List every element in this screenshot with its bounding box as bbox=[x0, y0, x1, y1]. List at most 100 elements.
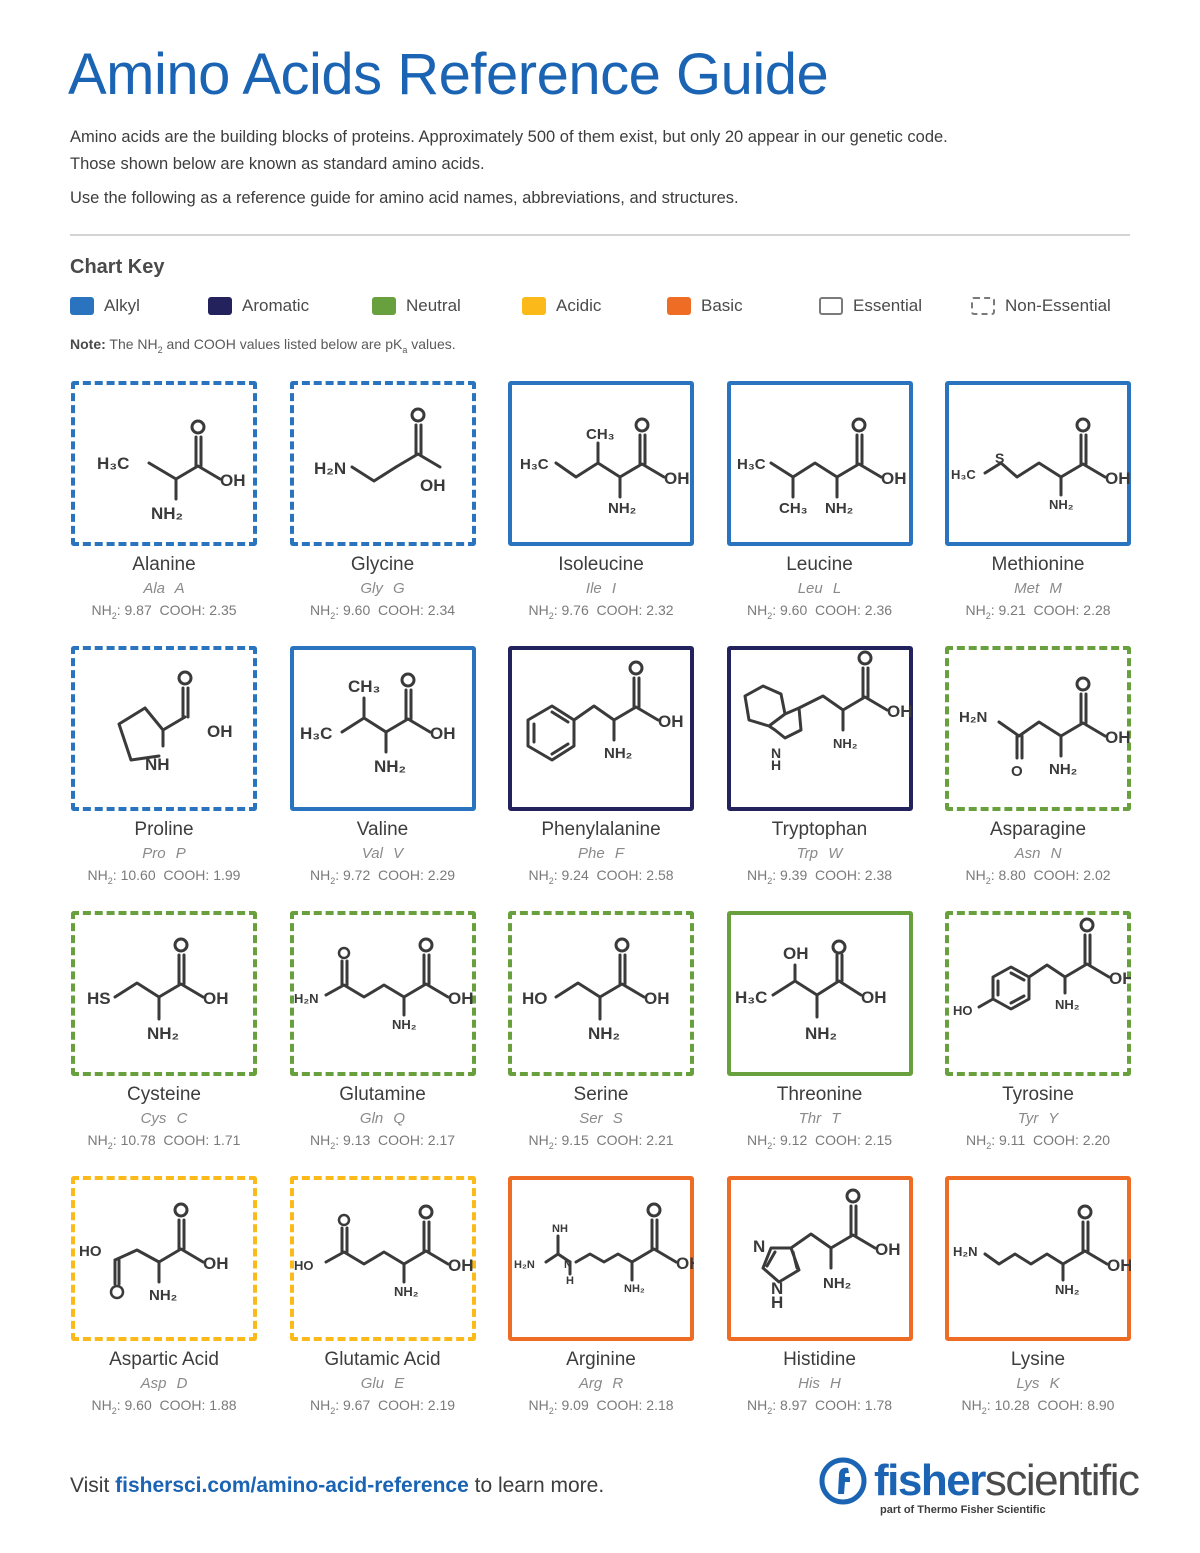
non-essential-outline-icon bbox=[971, 297, 995, 315]
pka-label: NH bbox=[528, 867, 549, 883]
svg-text:HO: HO bbox=[953, 1003, 973, 1018]
abbr-one-letter: K bbox=[1049, 1375, 1060, 1392]
amino-acid-abbreviation: Glu E bbox=[290, 1375, 476, 1393]
cooh-pka: 1.99 bbox=[213, 867, 241, 883]
key-aromatic: Aromatic bbox=[208, 296, 309, 316]
svg-text:NH₂: NH₂ bbox=[588, 1024, 620, 1043]
nh2-pka: 8.97 bbox=[779, 1397, 808, 1413]
nh2-pka: 9.39 bbox=[779, 867, 808, 883]
amino-acid-name: Aspartic Acid bbox=[109, 1349, 219, 1370]
abbr-three-letter: Phe bbox=[577, 845, 605, 862]
pka-sub: 2 bbox=[767, 610, 773, 621]
cooh-pka: 1.78 bbox=[864, 1397, 893, 1413]
cooh-pka: 2.18 bbox=[646, 1397, 674, 1413]
abbr-three-letter: Leu bbox=[797, 580, 823, 597]
svg-text:N: N bbox=[771, 1279, 783, 1298]
abbr-one-letter: E bbox=[394, 1375, 405, 1392]
abbr-one-letter: V bbox=[393, 845, 404, 862]
pka-values: NH2: 9.11 COOH: 2.20 bbox=[945, 1131, 1131, 1155]
abbr-three-letter: Arg bbox=[578, 1375, 603, 1392]
pka-label: NH bbox=[528, 602, 549, 618]
pka-sub: 2 bbox=[330, 875, 336, 886]
abbr-one-letter: G bbox=[393, 580, 405, 597]
cooh-pka: 2.28 bbox=[1083, 602, 1111, 618]
abbr-one-letter: Y bbox=[1048, 1110, 1059, 1127]
key-neutral: Neutral bbox=[372, 296, 461, 316]
amino-acid-abbreviation: Tyr Y bbox=[945, 1110, 1131, 1128]
pka-values: NH2: 9.09 COOH: 2.18 bbox=[508, 1396, 694, 1420]
abbr-one-letter: W bbox=[828, 845, 843, 862]
pka-sub: 2 bbox=[767, 1140, 773, 1151]
pka-values: NH2: 10.78 COOH: 1.71 bbox=[71, 1131, 257, 1155]
svg-text:NH: NH bbox=[552, 1223, 568, 1235]
svg-text:HS: HS bbox=[87, 989, 111, 1008]
key-essential: Essential bbox=[819, 296, 922, 316]
pka-values: NH2: 9.87 COOH: 2.35 bbox=[71, 601, 257, 625]
svg-text:NH₂: NH₂ bbox=[805, 1024, 837, 1043]
pka-label: : bbox=[116, 1397, 121, 1413]
pka-values: NH2: 9.39 COOH: 2.38 bbox=[727, 866, 913, 890]
pka-label: COOH: bbox=[596, 1397, 643, 1413]
pka-label: : bbox=[112, 867, 117, 883]
pka-label: COOH: bbox=[163, 1132, 210, 1148]
abbr-one-letter: R bbox=[612, 1375, 624, 1392]
abbr-one-letter: P bbox=[175, 845, 186, 862]
pka-label: COOH: bbox=[1033, 1132, 1079, 1148]
pka-label: NH bbox=[746, 867, 768, 883]
pka-sub: 2 bbox=[985, 875, 991, 886]
nh2-pka: 9.76 bbox=[561, 602, 589, 618]
svg-text:H₃C: H₃C bbox=[737, 456, 766, 473]
pka-values: NH2: 9.76 COOH: 2.32 bbox=[508, 601, 694, 625]
pka-label: NH bbox=[746, 1132, 768, 1148]
svg-text:HO: HO bbox=[294, 1258, 314, 1273]
nh2-pka: 9.15 bbox=[561, 1132, 589, 1148]
pka-label: : bbox=[772, 1132, 777, 1148]
svg-text:OH: OH bbox=[1105, 469, 1131, 488]
amino-acid-abbreviation: Ile I bbox=[508, 580, 694, 598]
svg-text:H: H bbox=[771, 757, 781, 773]
svg-text:OH: OH bbox=[783, 944, 809, 963]
svg-text:NH₂: NH₂ bbox=[1049, 497, 1074, 512]
pka-label: : bbox=[986, 1397, 991, 1413]
svg-text:OH: OH bbox=[203, 989, 229, 1008]
pka-label: : bbox=[553, 602, 558, 618]
svg-text:NH₂: NH₂ bbox=[608, 500, 636, 517]
svg-text:NH₂: NH₂ bbox=[1055, 997, 1080, 1012]
pka-label: : bbox=[335, 1397, 340, 1413]
amino-acid-abbreviation: Ala A bbox=[71, 580, 257, 598]
note-sub: a bbox=[402, 344, 408, 355]
pka-values: NH2: 9.21 COOH: 2.28 bbox=[945, 601, 1131, 625]
key-alkyl: Alkyl bbox=[70, 296, 140, 316]
pka-label: COOH: bbox=[815, 1397, 861, 1413]
svg-text:NH₂: NH₂ bbox=[833, 736, 858, 751]
abbr-one-letter: L bbox=[832, 580, 842, 597]
amino-acid-name: Arginine bbox=[566, 1349, 636, 1370]
nh2-pka: 9.72 bbox=[342, 867, 371, 883]
cooh-pka: 2.15 bbox=[864, 1132, 893, 1148]
amino-acid-abbreviation: Met M bbox=[945, 580, 1131, 598]
reference-link[interactable]: fishersci.com/amino-acid-reference bbox=[115, 1474, 469, 1497]
svg-text:HO: HO bbox=[522, 989, 548, 1008]
pka-label: COOH: bbox=[378, 602, 424, 618]
cooh-pka: 2.34 bbox=[427, 602, 456, 618]
pka-label: : bbox=[772, 1397, 777, 1413]
amino-acid-abbreviation: Lys K bbox=[945, 1375, 1131, 1393]
pka-sub: 2 bbox=[107, 875, 113, 886]
pka-sub: 2 bbox=[548, 1405, 554, 1416]
pka-label: COOH: bbox=[1033, 867, 1080, 883]
